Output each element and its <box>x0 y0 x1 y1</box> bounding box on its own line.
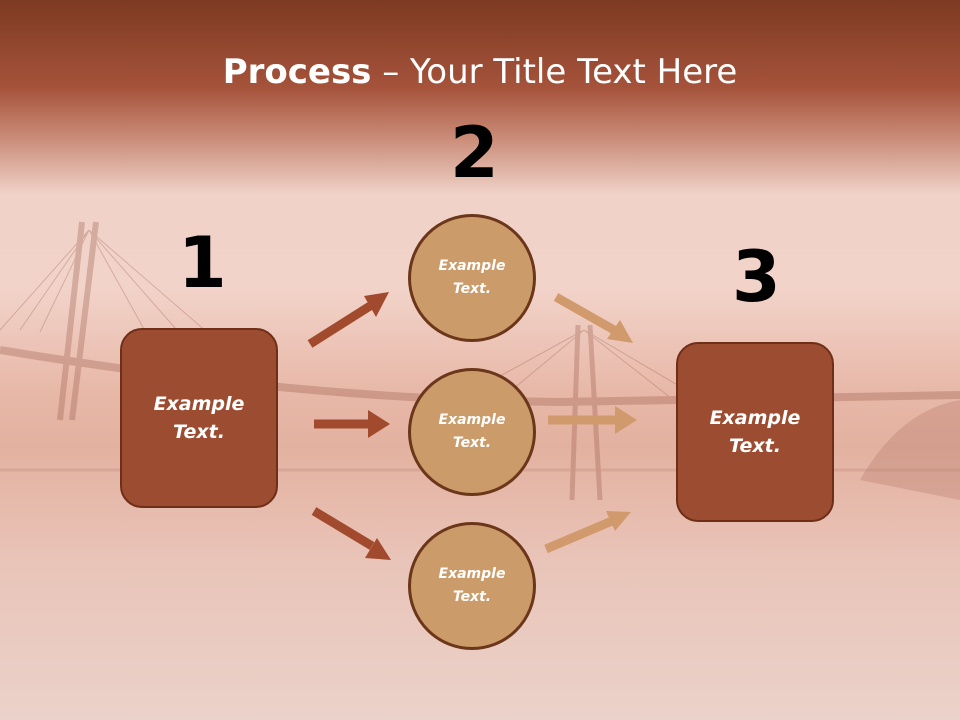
circle-1-line1: Example <box>438 257 506 274</box>
step-number-3: 3 <box>732 236 781 318</box>
circle-3-text: Example Text. <box>439 563 506 609</box>
left-box-text: Example Text. <box>154 390 245 447</box>
circle-3-line1: Example <box>438 565 506 582</box>
slide-title: Process – Your Title Text Here <box>0 52 960 92</box>
arrow-left-middle <box>314 410 390 438</box>
circle-3-line2: Text. <box>452 589 492 605</box>
right-box[interactable]: Example Text. <box>676 342 834 522</box>
arrow-right-middle <box>548 406 637 434</box>
right-box-line1: Example <box>709 406 801 429</box>
circle-1-text: Example Text. <box>439 255 506 301</box>
arrow-right-up <box>553 293 633 343</box>
title-rest: – Your Title Text Here <box>371 52 738 92</box>
title-bold: Process <box>222 52 372 92</box>
circle-2-line1: Example <box>438 411 506 428</box>
arrow-left-up <box>307 292 389 348</box>
left-box-line2: Text. <box>173 421 225 443</box>
circle-2[interactable]: Example Text. <box>408 368 536 496</box>
circle-3[interactable]: Example Text. <box>408 522 536 650</box>
circle-1[interactable]: Example Text. <box>408 214 536 342</box>
right-box-line2: Text. <box>729 435 781 457</box>
arrow-left-down <box>311 507 391 560</box>
arrow-right-down <box>544 511 631 554</box>
step-number-2: 2 <box>450 112 499 194</box>
left-box[interactable]: Example Text. <box>120 328 278 508</box>
right-box-text: Example Text. <box>710 404 801 461</box>
circle-1-line2: Text. <box>452 281 492 297</box>
step-number-1: 1 <box>178 222 227 304</box>
circle-2-text: Example Text. <box>439 409 506 455</box>
circle-2-line2: Text. <box>452 435 492 451</box>
left-box-line1: Example <box>153 392 245 415</box>
